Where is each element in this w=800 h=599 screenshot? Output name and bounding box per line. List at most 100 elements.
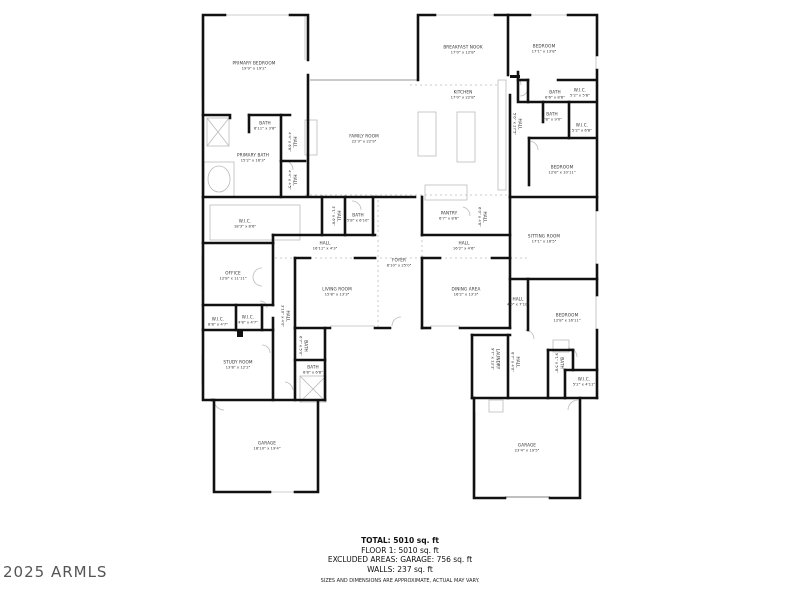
room-name: W.I.C. xyxy=(577,376,591,382)
room-dimensions: 18'3" x 8'6" xyxy=(233,223,257,229)
wall-stubs xyxy=(237,75,520,337)
room-label-wic-2: W.I.C.5'2" x 6'8" xyxy=(572,122,592,133)
room-name: PANTRY xyxy=(440,210,458,216)
total-area: TOTAL: 5010 sq. ft xyxy=(361,536,439,545)
room-name: SITTING ROOM xyxy=(527,233,561,239)
room-dimensions: 6'11" x 3'8" xyxy=(253,125,277,131)
room-name: PRIMARY BEDROOM xyxy=(232,60,276,66)
floor-1-area: FLOOR 1: 5010 sq. ft xyxy=(361,545,439,555)
room-dimensions: 5'2" x 5'8" xyxy=(570,92,590,98)
walls-area: WALLS: 237 sq. ft xyxy=(367,564,433,574)
room-dimensions: 23'4" x 19'5" xyxy=(514,447,540,453)
room-name: BREAKFAST NOOK xyxy=(443,44,483,50)
room-dimensions: 15'8" x 13'3" xyxy=(324,291,350,297)
excluded-areas: EXCLUDED AREAS: GARAGE: 756 sq. ft xyxy=(327,555,473,564)
room-name: BATH xyxy=(352,212,364,218)
room-name: HALL xyxy=(319,240,331,246)
room-dimensions: 4'4" x 6'6" xyxy=(287,132,293,152)
thin-lines xyxy=(201,14,597,498)
room-name: BATH xyxy=(259,120,271,126)
room-dimensions: 4'4" x 4'5" xyxy=(287,170,293,190)
disclaimer: SIZES AND DIMENSIONS ARE APPROXIMATE, AC… xyxy=(320,578,480,584)
room-dimensions: 8'8" x 6'8" xyxy=(303,369,323,375)
room-dimensions: 17'1" x 13'8" xyxy=(531,48,557,54)
room-name: LIVING ROOM xyxy=(322,286,352,292)
room-dimensions: 15'2" x 16'3" xyxy=(240,157,266,163)
room-name: PRIMARY BATH xyxy=(237,152,269,158)
room-name: FAMILY ROOM xyxy=(349,133,379,139)
room-dimensions: 6'0" x 4'6" xyxy=(477,207,483,227)
room-dimensions: 17'0" x 12'8" xyxy=(450,49,476,55)
room-name: BEDROOM xyxy=(550,164,574,170)
room-label-wic-6: W.I.C.5'2" x 4'11" xyxy=(572,376,596,387)
room-dimensions: 3'1" x 6'6" xyxy=(331,206,337,226)
room-dimensions: 9'1" x 5'8" xyxy=(554,353,560,373)
room-name: DINING AREA xyxy=(451,286,481,292)
room-label-wic-1: W.I.C.5'2" x 5'8" xyxy=(570,88,590,98)
room-name: BATH xyxy=(307,364,319,370)
room-name: BATH xyxy=(549,89,561,95)
room-name: GARAGE xyxy=(257,440,277,446)
room-dimensions: 4'0" x 7'10" xyxy=(506,301,530,307)
room-name: OFFICE xyxy=(225,270,241,276)
room-dimensions: 5'2" x 6'8" xyxy=(572,127,592,133)
room-dimensions: 5'8" x 9'0" xyxy=(542,116,562,122)
room-name: BEDROOM xyxy=(555,312,579,318)
room-dimensions: 12'8" x 10'11" xyxy=(548,169,576,175)
room-dimensions: 3'10" x 4'0" xyxy=(280,304,286,328)
room-name: STUDY ROOM xyxy=(223,359,253,365)
room-dimensions: 8'10" x 25'0" xyxy=(386,262,412,268)
room-name: KITCHEN xyxy=(453,89,473,95)
room-name: BATH xyxy=(546,111,558,117)
walls xyxy=(201,13,599,500)
room-dimensions: 5'8" x 6'10" xyxy=(346,217,370,223)
room-dimensions: 6'7" x 8'6" xyxy=(439,215,459,221)
room-label-wic-4: W.I.C.8'8" x 4'7" xyxy=(208,316,228,327)
room-dimensions: 12'8" x 11'11" xyxy=(219,275,247,281)
watermark: 2025 ARMLS xyxy=(3,563,108,581)
room-label-wic-5: W.I.C.4'8" x 4'7" xyxy=(238,314,258,325)
room-dimensions: 12'8" x 16'11" xyxy=(553,317,581,323)
room-label-wic-3: W.I.C.18'3" x 8'6" xyxy=(233,218,257,229)
room-name: W.I.C. xyxy=(211,316,225,322)
room-dimensions: 16'2" x 4'6" xyxy=(452,245,476,251)
room-name: W.I.C. xyxy=(575,122,589,128)
room-dimensions: 13'8" x 12'2" xyxy=(225,364,251,370)
room-name: HALL xyxy=(512,296,524,302)
area-summary: TOTAL: 5010 sq. ft FLOOR 1: 5010 sq. ft … xyxy=(321,536,480,584)
room-name: W.I.C. xyxy=(241,314,255,320)
room-name: FOYER xyxy=(391,257,407,263)
room-dimensions: 5'2" x 4'11" xyxy=(572,381,596,387)
room-dimensions: 19'9" x 19'2" xyxy=(241,65,267,71)
room-name: HALL xyxy=(458,240,470,246)
room-name: W.I.C. xyxy=(238,218,252,224)
